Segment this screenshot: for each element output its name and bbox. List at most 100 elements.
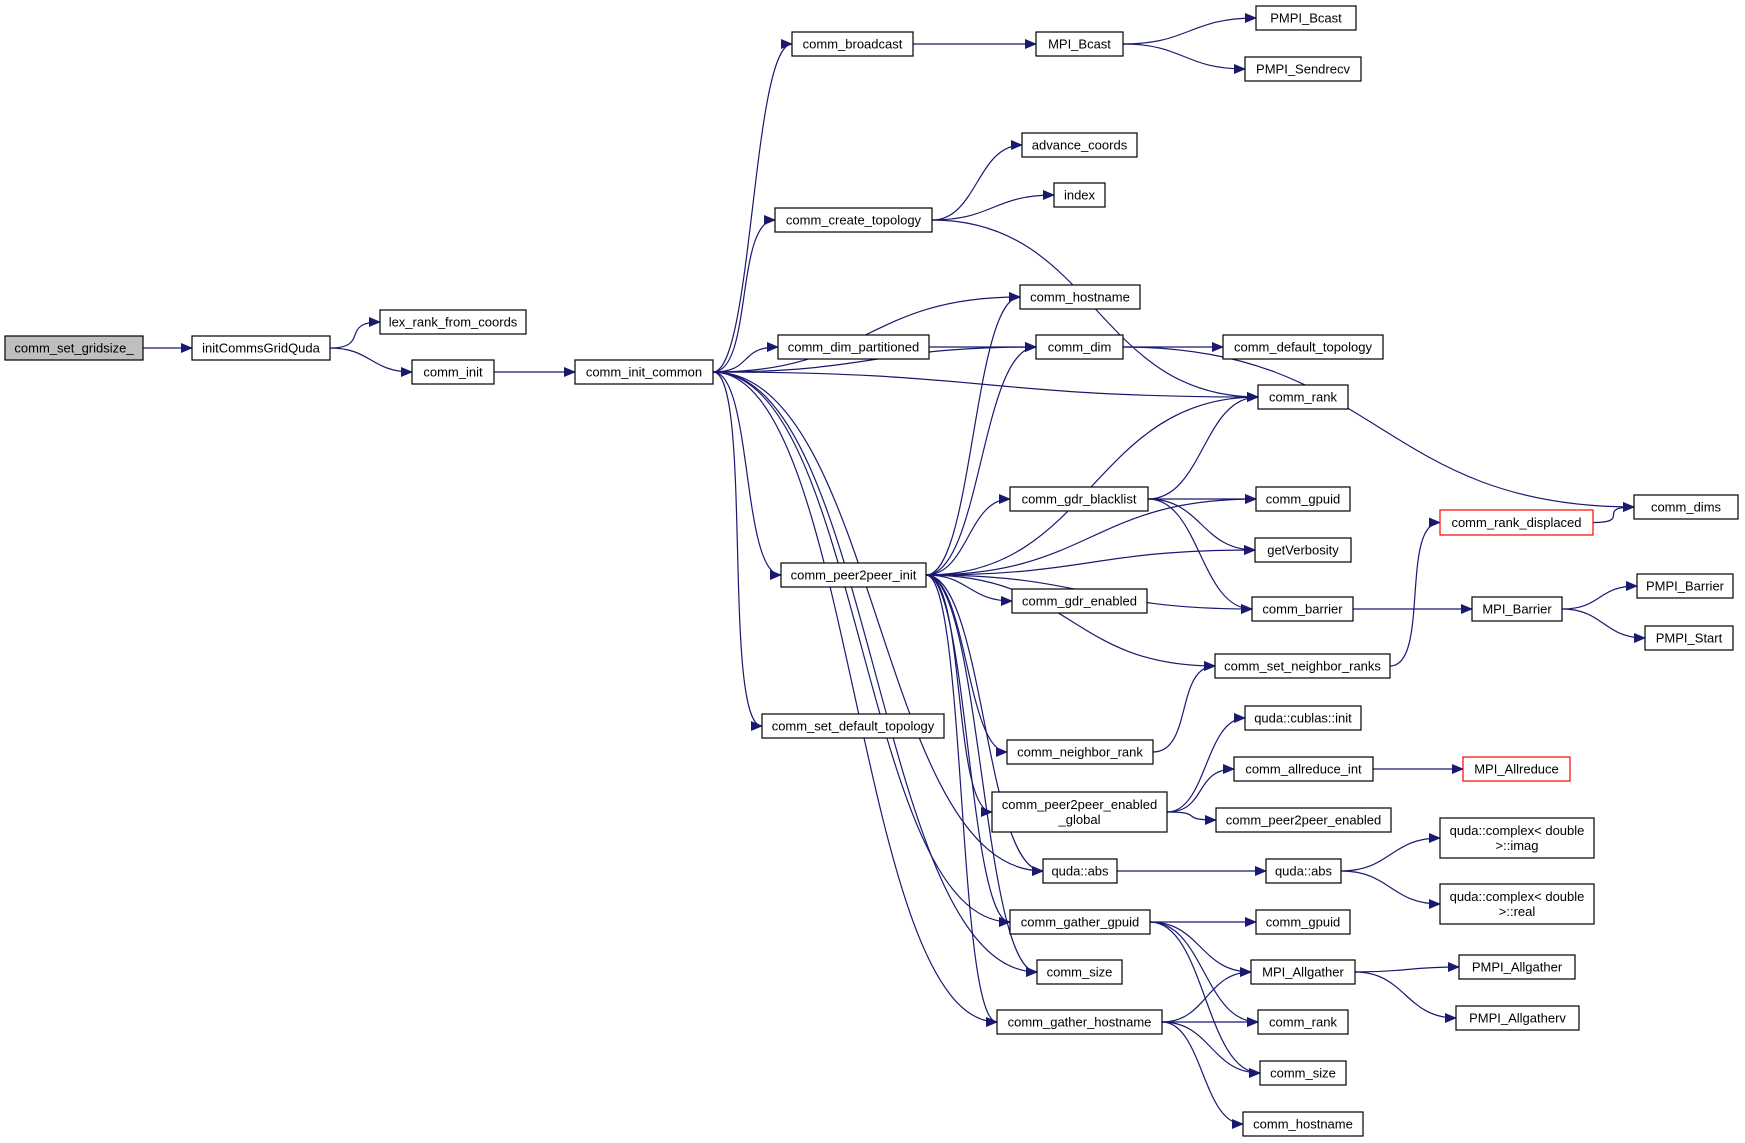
edge-comm_init_common-to-comm_gather_gpuid — [712, 371, 1011, 927]
edge-initCommsGridQuda-to-lex_rank_from_coords — [329, 317, 381, 349]
node-box — [191, 335, 331, 361]
node-pmpi-bcast[interactable]: PMPI_Bcast — [1255, 5, 1357, 31]
node-quda-abs-1[interactable]: quda::abs — [1042, 858, 1118, 884]
edge-comm_rank_displaced-to-comm_dims — [1592, 502, 1635, 524]
node-box — [574, 359, 714, 385]
node-comm-neighbor-rank[interactable]: comm_neighbor_rank — [1006, 739, 1154, 765]
node-label: PMPI_Start — [1656, 631, 1723, 646]
node-box — [1471, 596, 1563, 622]
node-comm-default-topology[interactable]: comm_default_topology — [1222, 334, 1384, 360]
node-lex-rank-from-coords[interactable]: lex_rank_from_coords — [379, 309, 527, 335]
node-box — [1458, 954, 1576, 980]
edge-MPI_Barrier-to-PMPI_Barrier — [1561, 581, 1638, 610]
node-quda-cublas-init[interactable]: quda::cublas::init — [1244, 705, 1362, 731]
node-box — [1265, 858, 1342, 884]
node-comm-dims[interactable]: comm_dims — [1633, 494, 1739, 520]
node-quda-complex-real[interactable]: quda::complex< double>::real — [1439, 883, 1595, 925]
node-label: comm_create_topology — [786, 213, 922, 228]
edge-comm_peer2peer_init-to-comm_gather_gpuid — [925, 574, 1011, 927]
edge-comm_peer2peer_init-to-getVerbosity — [925, 545, 1256, 576]
node-label: comm_dims — [1651, 500, 1722, 515]
node-mpi-barrier[interactable]: MPI_Barrier — [1471, 596, 1563, 622]
node-label: comm_peer2peer_enabled — [1002, 797, 1157, 812]
node-box — [1439, 817, 1595, 859]
node-comm-dim-partitioned[interactable]: comm_dim_partitioned — [777, 334, 930, 360]
node-comm-gdr-enabled[interactable]: comm_gdr_enabled — [1011, 588, 1148, 614]
node-comm-init-common[interactable]: comm_init_common — [574, 359, 714, 385]
node-box — [379, 309, 527, 335]
node-comm-peer2peer-enabled-global[interactable]: comm_peer2peer_enabled_global — [991, 791, 1168, 833]
node-comm-size[interactable]: comm_size — [1036, 959, 1123, 985]
node-getverbosity[interactable]: getVerbosity — [1254, 537, 1352, 563]
node-comm-hostname[interactable]: comm_hostname — [1019, 284, 1141, 310]
edge-comm_init_common-to-comm_size — [712, 371, 1038, 977]
node-comm-rank-displaced[interactable]: comm_rank_displaced — [1439, 509, 1594, 536]
edge-MPI_Barrier-to-PMPI_Start — [1561, 608, 1646, 643]
node-comm-dim[interactable]: comm_dim — [1035, 334, 1124, 360]
node-pmpi-allgatherv[interactable]: PMPI_Allgatherv — [1455, 1005, 1580, 1031]
node-pmpi-start[interactable]: PMPI_Start — [1644, 625, 1734, 651]
node-comm-set-default-topology[interactable]: comm_set_default_topology — [761, 713, 945, 739]
node-index[interactable]: index — [1053, 182, 1106, 208]
node-comm-set-gridsize-[interactable]: comm_set_gridsize_ — [4, 335, 144, 361]
node-box — [777, 334, 930, 360]
node-comm-gather-gpuid[interactable]: comm_gather_gpuid — [1009, 909, 1151, 935]
node-pmpi-sendrecv[interactable]: PMPI_Sendrecv — [1244, 56, 1362, 82]
node-quda-abs-2[interactable]: quda::abs — [1265, 858, 1342, 884]
node-label: comm_gdr_blacklist — [1022, 492, 1137, 507]
node-comm-rank[interactable]: comm_rank — [1257, 384, 1349, 410]
node-comm-allreduce-int[interactable]: comm_allreduce_int — [1233, 756, 1374, 782]
node-label: comm_size — [1047, 965, 1113, 980]
node-label: quda::cublas::init — [1254, 711, 1352, 726]
node-pmpi-allgather[interactable]: PMPI_Allgather — [1458, 954, 1576, 980]
node-box — [1455, 1005, 1580, 1031]
edge-MPI_Allgather-to-PMPI_Allgather — [1354, 962, 1460, 973]
node-box — [1644, 625, 1734, 651]
node-comm-gather-hostname[interactable]: comm_gather_hostname — [996, 1009, 1163, 1035]
node-comm-create-topology[interactable]: comm_create_topology — [774, 207, 933, 233]
node-comm-peer2peer-init[interactable]: comm_peer2peer_init — [780, 562, 927, 588]
node-label: comm_set_neighbor_ranks — [1224, 659, 1381, 674]
edge-comm_init_common-to-comm_peer2peer_init — [712, 371, 782, 580]
node-label: PMPI_Bcast — [1270, 11, 1342, 26]
node-advance-coords[interactable]: advance_coords — [1021, 132, 1138, 158]
node-comm-hostname-2[interactable]: comm_hostname — [1242, 1111, 1364, 1137]
node-comm-rank-2[interactable]: comm_rank — [1257, 1009, 1349, 1035]
node-label: comm_size — [1270, 1066, 1336, 1081]
node-comm-init[interactable]: comm_init — [411, 359, 495, 385]
node-mpi-allgather[interactable]: MPI_Allgather — [1250, 959, 1356, 985]
node-label: quda::abs — [1275, 864, 1333, 879]
node-comm-broadcast[interactable]: comm_broadcast — [791, 31, 914, 57]
node-comm-gpuid-2[interactable]: comm_gpuid — [1255, 909, 1351, 935]
edges-layer — [143, 13, 1646, 1129]
edge-comm_init_common-to-comm_set_default_topology — [712, 371, 763, 731]
node-box — [1036, 959, 1123, 985]
node-box — [1250, 959, 1356, 985]
node-comm-peer2peer-enabled[interactable]: comm_peer2peer_enabled — [1215, 807, 1392, 833]
edge-comm_peer2peer_init-to-comm_gdr_blacklist — [925, 494, 1011, 576]
node-box — [780, 562, 927, 588]
edge-comm_peer2peer_init-to-comm_gpuid — [925, 494, 1257, 576]
edge-comm_init_common-to-comm_dim_partitioned — [712, 342, 779, 373]
node-comm-gpuid[interactable]: comm_gpuid — [1255, 486, 1351, 512]
node-label: comm_dim_partitioned — [788, 340, 920, 355]
node-pmpi-barrier[interactable]: PMPI_Barrier — [1636, 573, 1734, 599]
node-mpi-bcast[interactable]: MPI_Bcast — [1035, 31, 1124, 57]
node-quda-complex-imag[interactable]: quda::complex< double>::imag — [1439, 817, 1595, 859]
edge-comm_gather_gpuid-to-comm_size_2 — [1149, 921, 1261, 1078]
node-label: MPI_Bcast — [1048, 37, 1111, 52]
node-label: MPI_Barrier — [1482, 602, 1552, 617]
node-label: comm_init_common — [586, 365, 702, 380]
edge-MPI_Bcast-to-PMPI_Bcast — [1122, 13, 1257, 45]
node-label: comm_gpuid — [1266, 915, 1340, 930]
node-box — [1242, 1111, 1364, 1137]
node-initcommsgridquda[interactable]: initCommsGridQuda — [191, 335, 331, 361]
node-comm-gdr-blacklist[interactable]: comm_gdr_blacklist — [1009, 486, 1149, 512]
edge-MPI_Allgather-to-PMPI_Allgatherv — [1354, 971, 1457, 1023]
node-label: comm_default_topology — [1234, 340, 1373, 355]
node-comm-set-neighbor-ranks[interactable]: comm_set_neighbor_ranks — [1214, 653, 1391, 679]
node-comm-size-2[interactable]: comm_size — [1259, 1060, 1347, 1086]
node-mpi-allreduce[interactable]: MPI_Allreduce — [1462, 756, 1571, 782]
node-comm-barrier[interactable]: comm_barrier — [1251, 596, 1354, 622]
edge-comm_peer2peer_enabled_global-to-comm_allreduce_int — [1166, 764, 1235, 813]
